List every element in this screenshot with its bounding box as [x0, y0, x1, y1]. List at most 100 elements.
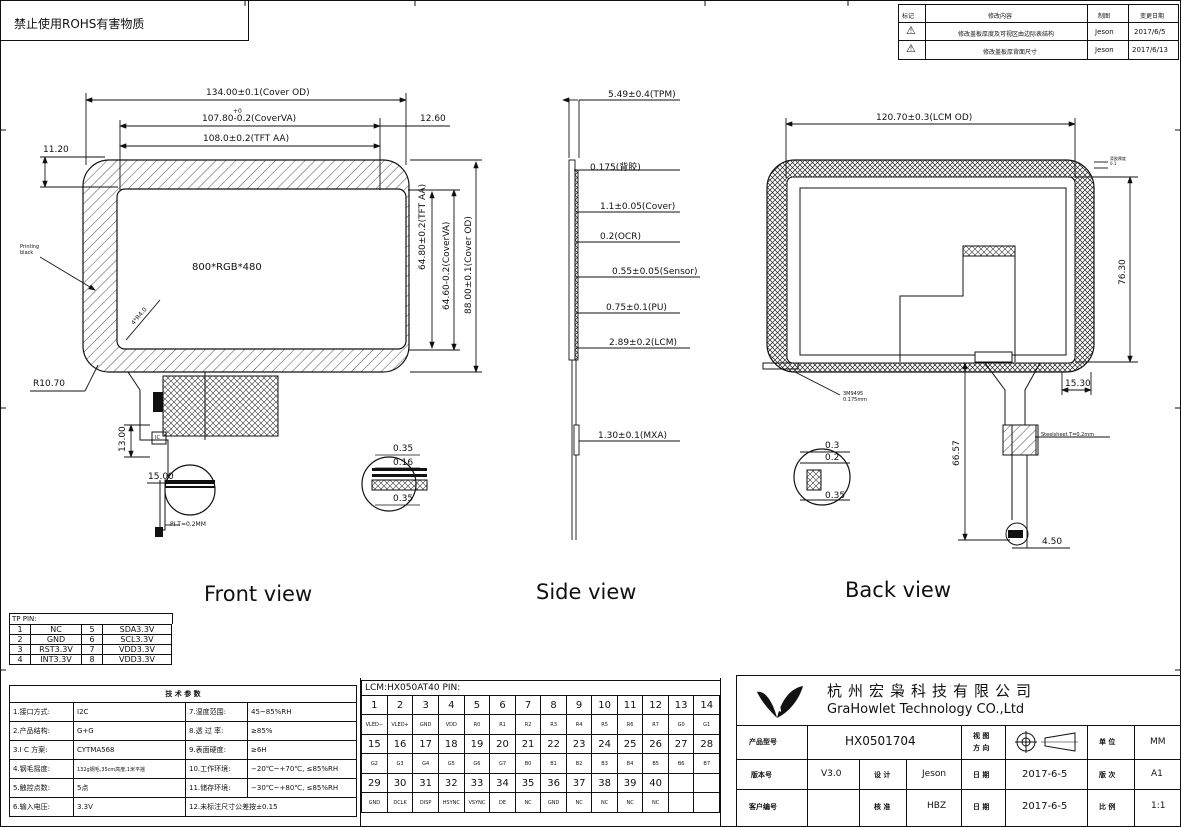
- back-tape-area: [899, 245, 1016, 362]
- layer-mxa: 1.30±0.1(MXA): [598, 431, 668, 441]
- projection-symbol-icon: [1015, 731, 1078, 753]
- pin-name: VLED−: [361, 714, 388, 735]
- check-date: 2017-6-5: [1022, 801, 1068, 812]
- dim-450: 4.50: [1042, 537, 1063, 547]
- pin-number: 27: [667, 734, 695, 754]
- company-logo: [757, 686, 803, 718]
- pin-number: 35: [514, 773, 542, 793]
- pin-number: 13: [667, 695, 695, 715]
- notice-box: [0, 0, 249, 41]
- pin-number: 14: [693, 695, 720, 715]
- front-fpc-stiffener: [162, 375, 279, 437]
- rev-header-date: 变更日期: [1140, 13, 1165, 20]
- rev-row2-date: 2017/6/13: [1132, 46, 1168, 54]
- pin-name: R5: [591, 714, 618, 735]
- pin-number: 21: [514, 734, 542, 754]
- pin-name: G4: [412, 753, 439, 774]
- pin-name: NC: [616, 792, 644, 813]
- date-label-2: 日 期: [973, 803, 990, 811]
- revision-table-text: 标记 修改内容 制图 变更日期 ⚠ 修改盖板厚度及可视区由边际表结构 Jeson…: [898, 4, 1179, 60]
- lcm-pin-title: LCM:HX050AT40 PIN:: [361, 680, 721, 695]
- steelsheet-label: Steelsheet T=0.2mm: [1041, 432, 1095, 438]
- pin-number: 40: [642, 773, 669, 793]
- pin-name: B4: [616, 753, 644, 774]
- pin-name: HSYNC: [437, 792, 465, 813]
- pin-name: B1: [540, 753, 567, 774]
- back-inner-frame: [799, 187, 1067, 356]
- pin-name: R2: [514, 714, 542, 735]
- side-view-drawing: [562, 97, 700, 540]
- version-label: 版本号: [751, 771, 772, 779]
- pin-name: G1: [693, 714, 720, 735]
- dim-tft-aa: 108.0±0.2(TFT AA): [203, 134, 290, 144]
- revision-table: [898, 4, 1179, 60]
- pin-name: B0: [514, 753, 542, 774]
- pin-number: 15: [361, 734, 388, 754]
- detail-dim-035b: 0.35: [393, 494, 414, 504]
- pin-name: DCLK: [386, 792, 414, 813]
- pin-name: R6: [616, 714, 644, 735]
- pin-number: 12: [642, 695, 669, 715]
- side-view-caption: Side view: [536, 580, 637, 604]
- pin-name: B6: [667, 753, 695, 774]
- pin-number: 26: [642, 734, 669, 754]
- company-name-cn: 杭州宏枭科技有限公司: [827, 682, 1038, 700]
- pin-number: 8: [540, 695, 567, 715]
- revision-label: 版 次: [1099, 771, 1116, 779]
- scale-value: 1:1: [1151, 801, 1166, 811]
- front-fpc-pads: [153, 392, 163, 412]
- unit-label: 单 位: [1099, 738, 1116, 746]
- rev-row1-date: 2017/6/5: [1134, 28, 1166, 36]
- dim-v-tft-aa: 64.80±0.2(TFT AA): [418, 183, 428, 270]
- back-view-caption: Back view: [845, 578, 952, 602]
- pin-number: 19: [463, 734, 491, 754]
- back-steelsheet: [1002, 424, 1037, 456]
- dim-top-margin: 11.20: [43, 145, 69, 155]
- dim-cover-od: 134.00±0.1(Cover OD): [206, 88, 310, 98]
- rev-header-mark: 标记: [902, 13, 915, 20]
- dim-v-7630: 76.30: [1118, 259, 1128, 285]
- pin-number: 25: [616, 734, 644, 754]
- scale-label: 比 例: [1099, 803, 1116, 811]
- pin-number: 33: [463, 773, 491, 793]
- layer-sensor: 0.55±0.05(Sensor): [612, 267, 698, 277]
- pin-number: 29: [361, 773, 388, 793]
- front-view-drawing: [30, 93, 482, 537]
- pin-name: R1: [489, 714, 516, 735]
- pin-number: 34: [489, 773, 516, 793]
- pin-number: 23: [565, 734, 593, 754]
- pin-name: GND: [412, 714, 439, 735]
- pin-number: 22: [540, 734, 567, 754]
- pin-number: 36: [540, 773, 567, 793]
- dim-v-cover-va: 64.60-0.2(CoverVA): [442, 221, 452, 310]
- pin-name: B3: [591, 753, 618, 774]
- pin-number: 38: [591, 773, 618, 793]
- pin-number: 9: [565, 695, 593, 715]
- pin-number: 31: [412, 773, 439, 793]
- pin-number: 5: [463, 695, 491, 715]
- pin-name: B7: [693, 753, 720, 774]
- rohs-notice: 禁止使用ROHS有害物质: [14, 17, 145, 31]
- backglue-thickness-note: 背胶厚度 0.1: [1110, 156, 1126, 166]
- pin-number: 28: [693, 734, 720, 754]
- date-label: 日 期: [973, 771, 990, 779]
- pin-name: G0: [667, 714, 695, 735]
- pin-number: [693, 773, 720, 793]
- tech-title: 技 术 参 数: [9, 685, 357, 703]
- pin-name: R7: [642, 714, 669, 735]
- pin-name: R4: [565, 714, 593, 735]
- detail-dim-03: 0.3: [825, 441, 840, 451]
- unit-value: MM: [1150, 737, 1166, 747]
- pin-number: 24: [591, 734, 618, 754]
- pin-number: 30: [386, 773, 414, 793]
